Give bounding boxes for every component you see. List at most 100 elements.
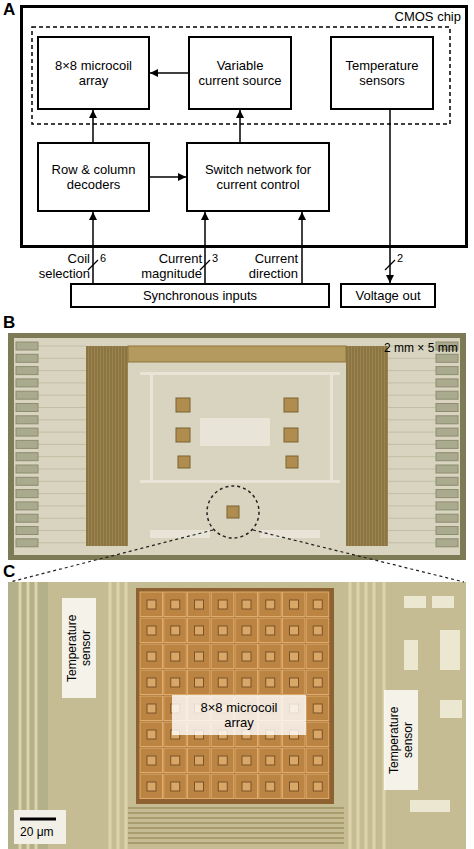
bus-width-slash xyxy=(385,260,395,270)
chip-micrograph xyxy=(8,333,466,560)
microcoil-core xyxy=(290,782,299,791)
power-rail-stripe xyxy=(87,346,88,546)
microcoil-core xyxy=(313,600,322,609)
pad-trace xyxy=(38,395,86,396)
microcoil-core xyxy=(171,626,180,635)
test-pad xyxy=(284,398,298,412)
contact-pad xyxy=(404,640,418,670)
metal-trace xyxy=(128,807,344,809)
node-text: 8×8 microcoil array xyxy=(190,700,288,730)
microcoil-core xyxy=(147,730,156,739)
microcoil-core xyxy=(290,678,299,687)
bond-pad xyxy=(436,514,458,522)
bond-pad xyxy=(436,354,458,362)
bond-pad xyxy=(16,490,38,498)
bond-pad xyxy=(436,465,458,473)
microcoil-core xyxy=(313,652,322,661)
pad-trace xyxy=(38,358,86,359)
pad-trace xyxy=(38,419,86,420)
microcoil-cell xyxy=(164,670,187,695)
metal-trace xyxy=(20,582,384,849)
pad-trace xyxy=(388,542,436,543)
pad-trace xyxy=(388,469,436,470)
bond-pad xyxy=(436,428,458,436)
metal-trace xyxy=(128,812,344,814)
microcoil-cell xyxy=(283,618,306,643)
bond-pad xyxy=(436,490,458,498)
microcoil-cell xyxy=(140,748,163,773)
microcoil-core xyxy=(218,652,227,661)
bond-pad xyxy=(436,379,458,387)
microcoil-core xyxy=(266,600,275,609)
chip-boundary: CMOS chip8×8 microcoil arrayVariable cur… xyxy=(20,5,468,248)
power-rail-stripe xyxy=(350,346,351,546)
signal-name: Current magnitude xyxy=(138,251,202,281)
microcoil-cell xyxy=(140,774,163,799)
microcoil-core xyxy=(313,756,322,765)
pad-trace xyxy=(38,370,86,371)
microcoil-core xyxy=(171,600,180,609)
power-rail-stripe xyxy=(347,346,348,546)
microcoil-cell xyxy=(235,748,258,773)
array-frame xyxy=(136,588,334,804)
microcoil-core xyxy=(195,782,204,791)
circuit-region xyxy=(150,372,153,482)
microcoil-cell xyxy=(259,670,282,695)
pad-trace xyxy=(38,469,86,470)
metal-trace xyxy=(128,842,344,844)
bus-width: 2 xyxy=(397,252,403,264)
array-micrograph xyxy=(8,582,466,849)
pad-trace xyxy=(388,407,436,408)
pad-trace xyxy=(388,481,436,482)
bus-width: 3 xyxy=(212,252,218,264)
power-rail-stripe xyxy=(371,346,372,546)
bond-pad xyxy=(16,539,38,547)
bond-pad xyxy=(436,416,458,424)
bond-pad xyxy=(16,354,38,362)
signal-arrow xyxy=(150,176,186,178)
pad-trace xyxy=(388,493,436,494)
test-pad xyxy=(286,456,298,468)
microcoil-core xyxy=(218,600,227,609)
microcoil-core xyxy=(147,626,156,635)
power-rail-stripe xyxy=(368,346,369,546)
node-text: CMOS chip xyxy=(395,9,461,24)
metal-trace xyxy=(19,582,22,849)
pad-trace xyxy=(38,432,86,433)
microcoil-core xyxy=(147,756,156,765)
power-rail-stripe xyxy=(356,346,357,546)
microcoil-cell xyxy=(188,592,211,617)
bond-pad xyxy=(16,477,38,485)
bond-pad xyxy=(436,527,458,535)
panel-letter: C xyxy=(3,562,15,582)
bond-pad xyxy=(16,502,38,510)
output-box: Voltage out xyxy=(340,283,436,308)
power-rail-stripe xyxy=(111,346,112,546)
power-rail-block xyxy=(86,346,128,546)
process-box: 8×8 microcoil array xyxy=(37,36,150,110)
test-pad xyxy=(176,398,298,468)
microcoil-cell xyxy=(164,618,187,643)
microcoil-cell xyxy=(283,748,306,773)
bond-pad xyxy=(436,539,458,547)
microcoil-cell xyxy=(188,774,211,799)
contact-pad xyxy=(410,800,450,812)
microcoil-core xyxy=(147,652,156,661)
scale-bar-background xyxy=(14,810,66,844)
pad-trace xyxy=(38,518,86,519)
dashed-group-outline xyxy=(32,27,450,124)
pad-trace xyxy=(388,518,436,519)
chip-photo-frame xyxy=(8,333,466,560)
bond-pad xyxy=(16,379,38,387)
microcoil-core xyxy=(290,600,299,609)
photo-label-box: Temperature sensor xyxy=(384,690,418,790)
signal-arrow xyxy=(150,72,188,74)
metal-trace xyxy=(128,817,344,819)
power-rail-stripe xyxy=(374,346,375,546)
pad-trace xyxy=(388,382,436,383)
power-rail-stripe xyxy=(365,346,366,546)
bond-pad xyxy=(436,342,458,547)
microcoil-core xyxy=(313,730,322,739)
microcoil-core xyxy=(171,652,180,661)
signal-arrow xyxy=(301,212,303,283)
